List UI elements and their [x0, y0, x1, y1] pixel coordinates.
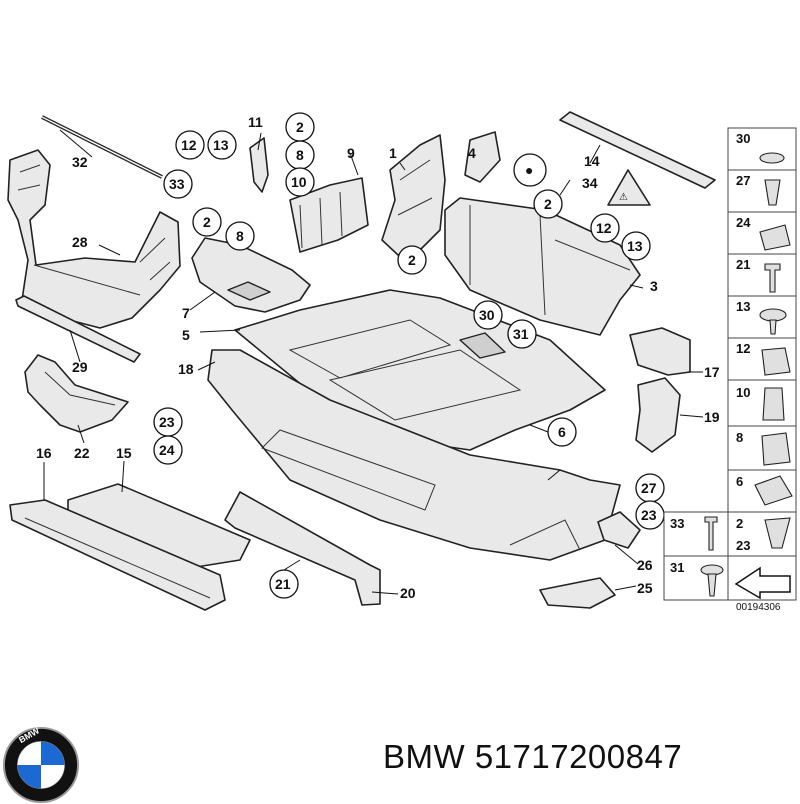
leader-lines [43, 129, 704, 595]
svg-text:⚠: ⚠ [619, 192, 628, 203]
label-23: 23 [159, 414, 175, 430]
label-31: 31 [513, 326, 529, 342]
reference-code: 00194306 [736, 602, 781, 613]
part-16-bumper-strip [9, 499, 226, 611]
part-19-bracket [635, 377, 681, 453]
part-20-21-rail [224, 491, 381, 606]
part-34-warning-label: ⚠ [607, 169, 651, 206]
label-24: 24 [159, 442, 175, 458]
legend-label-12: 12 [736, 341, 750, 356]
legend-label-33: 33 [670, 516, 684, 531]
legend-label-24: 24 [736, 215, 751, 230]
label-13b: 13 [627, 238, 643, 254]
label-2: 2 [296, 119, 304, 135]
brand-part-number: BMW 51717200847 [383, 738, 683, 775]
legend-label-21: 21 [736, 257, 750, 272]
legend-label-31: 31 [670, 560, 684, 575]
label-5: 5 [182, 327, 190, 343]
label-25: 25 [637, 580, 653, 596]
legend-label-6: 6 [736, 474, 743, 489]
label-23b: 23 [641, 507, 657, 523]
label-9: 9 [347, 145, 355, 161]
label-2c: 2 [408, 252, 416, 268]
label-clip-icon: ● [525, 162, 533, 178]
part-labels: 32 28 29 22 16 15 7 5 18 11 9 1 4 14 34 … [36, 114, 720, 601]
label-20: 20 [400, 585, 416, 601]
legend-label-8: 8 [736, 430, 743, 445]
label-2b: 2 [203, 214, 211, 230]
label-8b: 8 [236, 228, 244, 244]
legend-label-13: 13 [736, 299, 750, 314]
label-21: 21 [275, 576, 291, 592]
label-10: 10 [291, 174, 307, 190]
legend-label-30: 30 [736, 131, 750, 146]
label-28: 28 [72, 234, 88, 250]
label-7: 7 [182, 305, 190, 321]
part-7-panel [191, 237, 311, 313]
label-33: 33 [169, 176, 185, 192]
label-22: 22 [74, 445, 90, 461]
bmw-logo: BMW [2, 726, 80, 804]
label-3: 3 [650, 278, 658, 294]
part-9-duct [289, 177, 369, 253]
legend-label-23: 23 [736, 538, 750, 553]
label-19: 19 [704, 409, 720, 425]
part-25-bracket [539, 577, 616, 609]
label-1: 1 [389, 145, 397, 161]
label-18: 18 [178, 361, 194, 377]
label-26: 26 [637, 557, 653, 573]
label-12b: 12 [596, 220, 612, 236]
legend-label-27: 27 [736, 173, 750, 188]
label-12: 12 [181, 137, 197, 153]
label-30: 30 [479, 307, 495, 323]
legend-label-2: 2 [736, 516, 743, 531]
label-2d: 2 [544, 196, 552, 212]
legend-label-10: 10 [736, 385, 750, 400]
part-22-left-deflector [24, 354, 129, 433]
label-14: 14 [584, 153, 600, 169]
part-17-bracket [629, 327, 691, 376]
label-27: 27 [641, 480, 657, 496]
part-11-bracket [249, 137, 269, 193]
label-4: 4 [468, 145, 476, 161]
label-32: 32 [72, 154, 88, 170]
label-11: 11 [248, 114, 263, 130]
part-14-rail [559, 111, 716, 189]
part-1-bracket [381, 134, 446, 256]
direction-arrow-icon [734, 566, 791, 600]
label-6: 6 [558, 424, 566, 440]
fastener-legend: 30 27 24 21 13 12 10 8 6 33 2 23 31 0019… [663, 127, 797, 613]
part-4-trim [464, 131, 501, 183]
label-29: 29 [72, 359, 88, 375]
label-17: 17 [704, 364, 720, 380]
circled-labels: 33 12 13 2 8 10 2 8 2 ● 2 12 13 30 31 6 … [153, 112, 665, 599]
part-32-rod [41, 115, 163, 179]
label-15: 15 [116, 445, 132, 461]
part-29-strip [15, 295, 141, 363]
label-13: 13 [213, 137, 229, 153]
label-34: 34 [582, 175, 598, 191]
label-16: 16 [36, 445, 52, 461]
part-26-bracket [597, 511, 641, 549]
label-8: 8 [296, 147, 304, 163]
part-28-left-support [7, 149, 181, 329]
